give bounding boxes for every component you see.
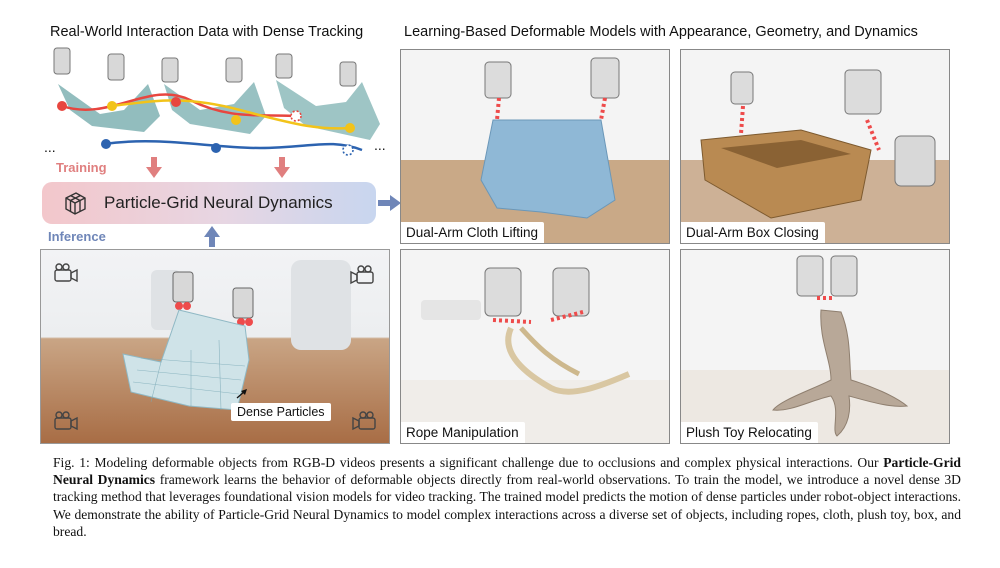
- robot-gripper-icon: [590, 57, 620, 99]
- panel-label: Dual-Arm Cloth Lifting: [401, 222, 545, 243]
- cloth-frame-1: [58, 84, 160, 132]
- dense-particles-label: Dense Particles: [231, 403, 331, 421]
- ellipsis-left: ...: [44, 139, 56, 155]
- panel-plush-relocating: Plush Toy Relocating: [680, 249, 950, 444]
- ellipsis-right: ...: [374, 137, 386, 153]
- camera-icon: [352, 411, 376, 431]
- robot-gripper-icon: [844, 69, 882, 115]
- panel-rope-manipulation: Rope Manipulation: [400, 249, 670, 444]
- track-points: [57, 97, 355, 156]
- robot-gripper-icon: [53, 47, 71, 75]
- robot-gripper-icon: [730, 71, 754, 105]
- figure-caption: Fig. 1: Modeling deformable objects from…: [53, 454, 961, 540]
- robot-gripper-icon: [107, 53, 125, 81]
- robot-gripper-icon: [172, 271, 194, 303]
- caption-lead: Fig. 1: Modeling deformable objects from…: [53, 455, 879, 470]
- camera-icon: [54, 263, 78, 283]
- blue-cloth: [480, 119, 616, 219]
- caption-bold: Particle-Grid Neural Dynamics: [53, 455, 961, 488]
- robot-gripper-icon: [830, 255, 858, 297]
- robot-gripper-icon: [796, 255, 824, 297]
- left-section-heading: Real-World Interaction Data with Dense T…: [50, 24, 364, 40]
- panel-box-closing: Dual-Arm Box Closing: [680, 49, 950, 244]
- right-section-heading: Learning-Based Deformable Models with Ap…: [404, 24, 918, 40]
- cube-grid-icon: [65, 192, 86, 215]
- robot-gripper-icon: [339, 61, 357, 87]
- robot-gripper-icon: [484, 267, 522, 317]
- panel-cloth-lifting: Dual-Arm Cloth Lifting: [400, 49, 670, 244]
- panel-label: Rope Manipulation: [401, 422, 525, 443]
- particle-cloth: [122, 309, 250, 411]
- track-yellow: [109, 99, 353, 130]
- model-box: Particle-Grid Neural Dynamics: [42, 182, 376, 224]
- inference-label: Inference: [48, 229, 106, 244]
- robot-gripper-icon: [484, 61, 512, 99]
- tracking-illustration: ... ...: [44, 47, 386, 156]
- inference-scene: Dense Particles: [40, 249, 390, 444]
- camera-icon: [54, 411, 78, 431]
- arrow-icon: [274, 157, 290, 178]
- panel-label: Dual-Arm Box Closing: [681, 222, 825, 243]
- camera-icon: [350, 265, 374, 285]
- robot-gripper-icon: [275, 53, 293, 79]
- arrow-icon: [204, 226, 220, 247]
- cloth-frame-3: [276, 80, 380, 140]
- training-label: Training: [56, 160, 107, 175]
- rope: [505, 326, 631, 395]
- arrow-icon: [378, 195, 401, 211]
- arrow-icon: [146, 157, 162, 178]
- robot-gripper-icon: [225, 57, 243, 83]
- panel-label: Plush Toy Relocating: [681, 422, 818, 443]
- cloth-frame-2: [164, 82, 266, 134]
- robot-gripper-icon: [161, 57, 179, 83]
- robot-gripper-icon: [552, 267, 590, 317]
- robot-gripper-icon: [232, 287, 254, 319]
- track-blue: [103, 140, 363, 152]
- caption-rest: framework learns the behavior of deforma…: [53, 472, 962, 539]
- model-name: Particle-Grid Neural Dynamics: [104, 193, 333, 212]
- plush-toy: [772, 309, 909, 437]
